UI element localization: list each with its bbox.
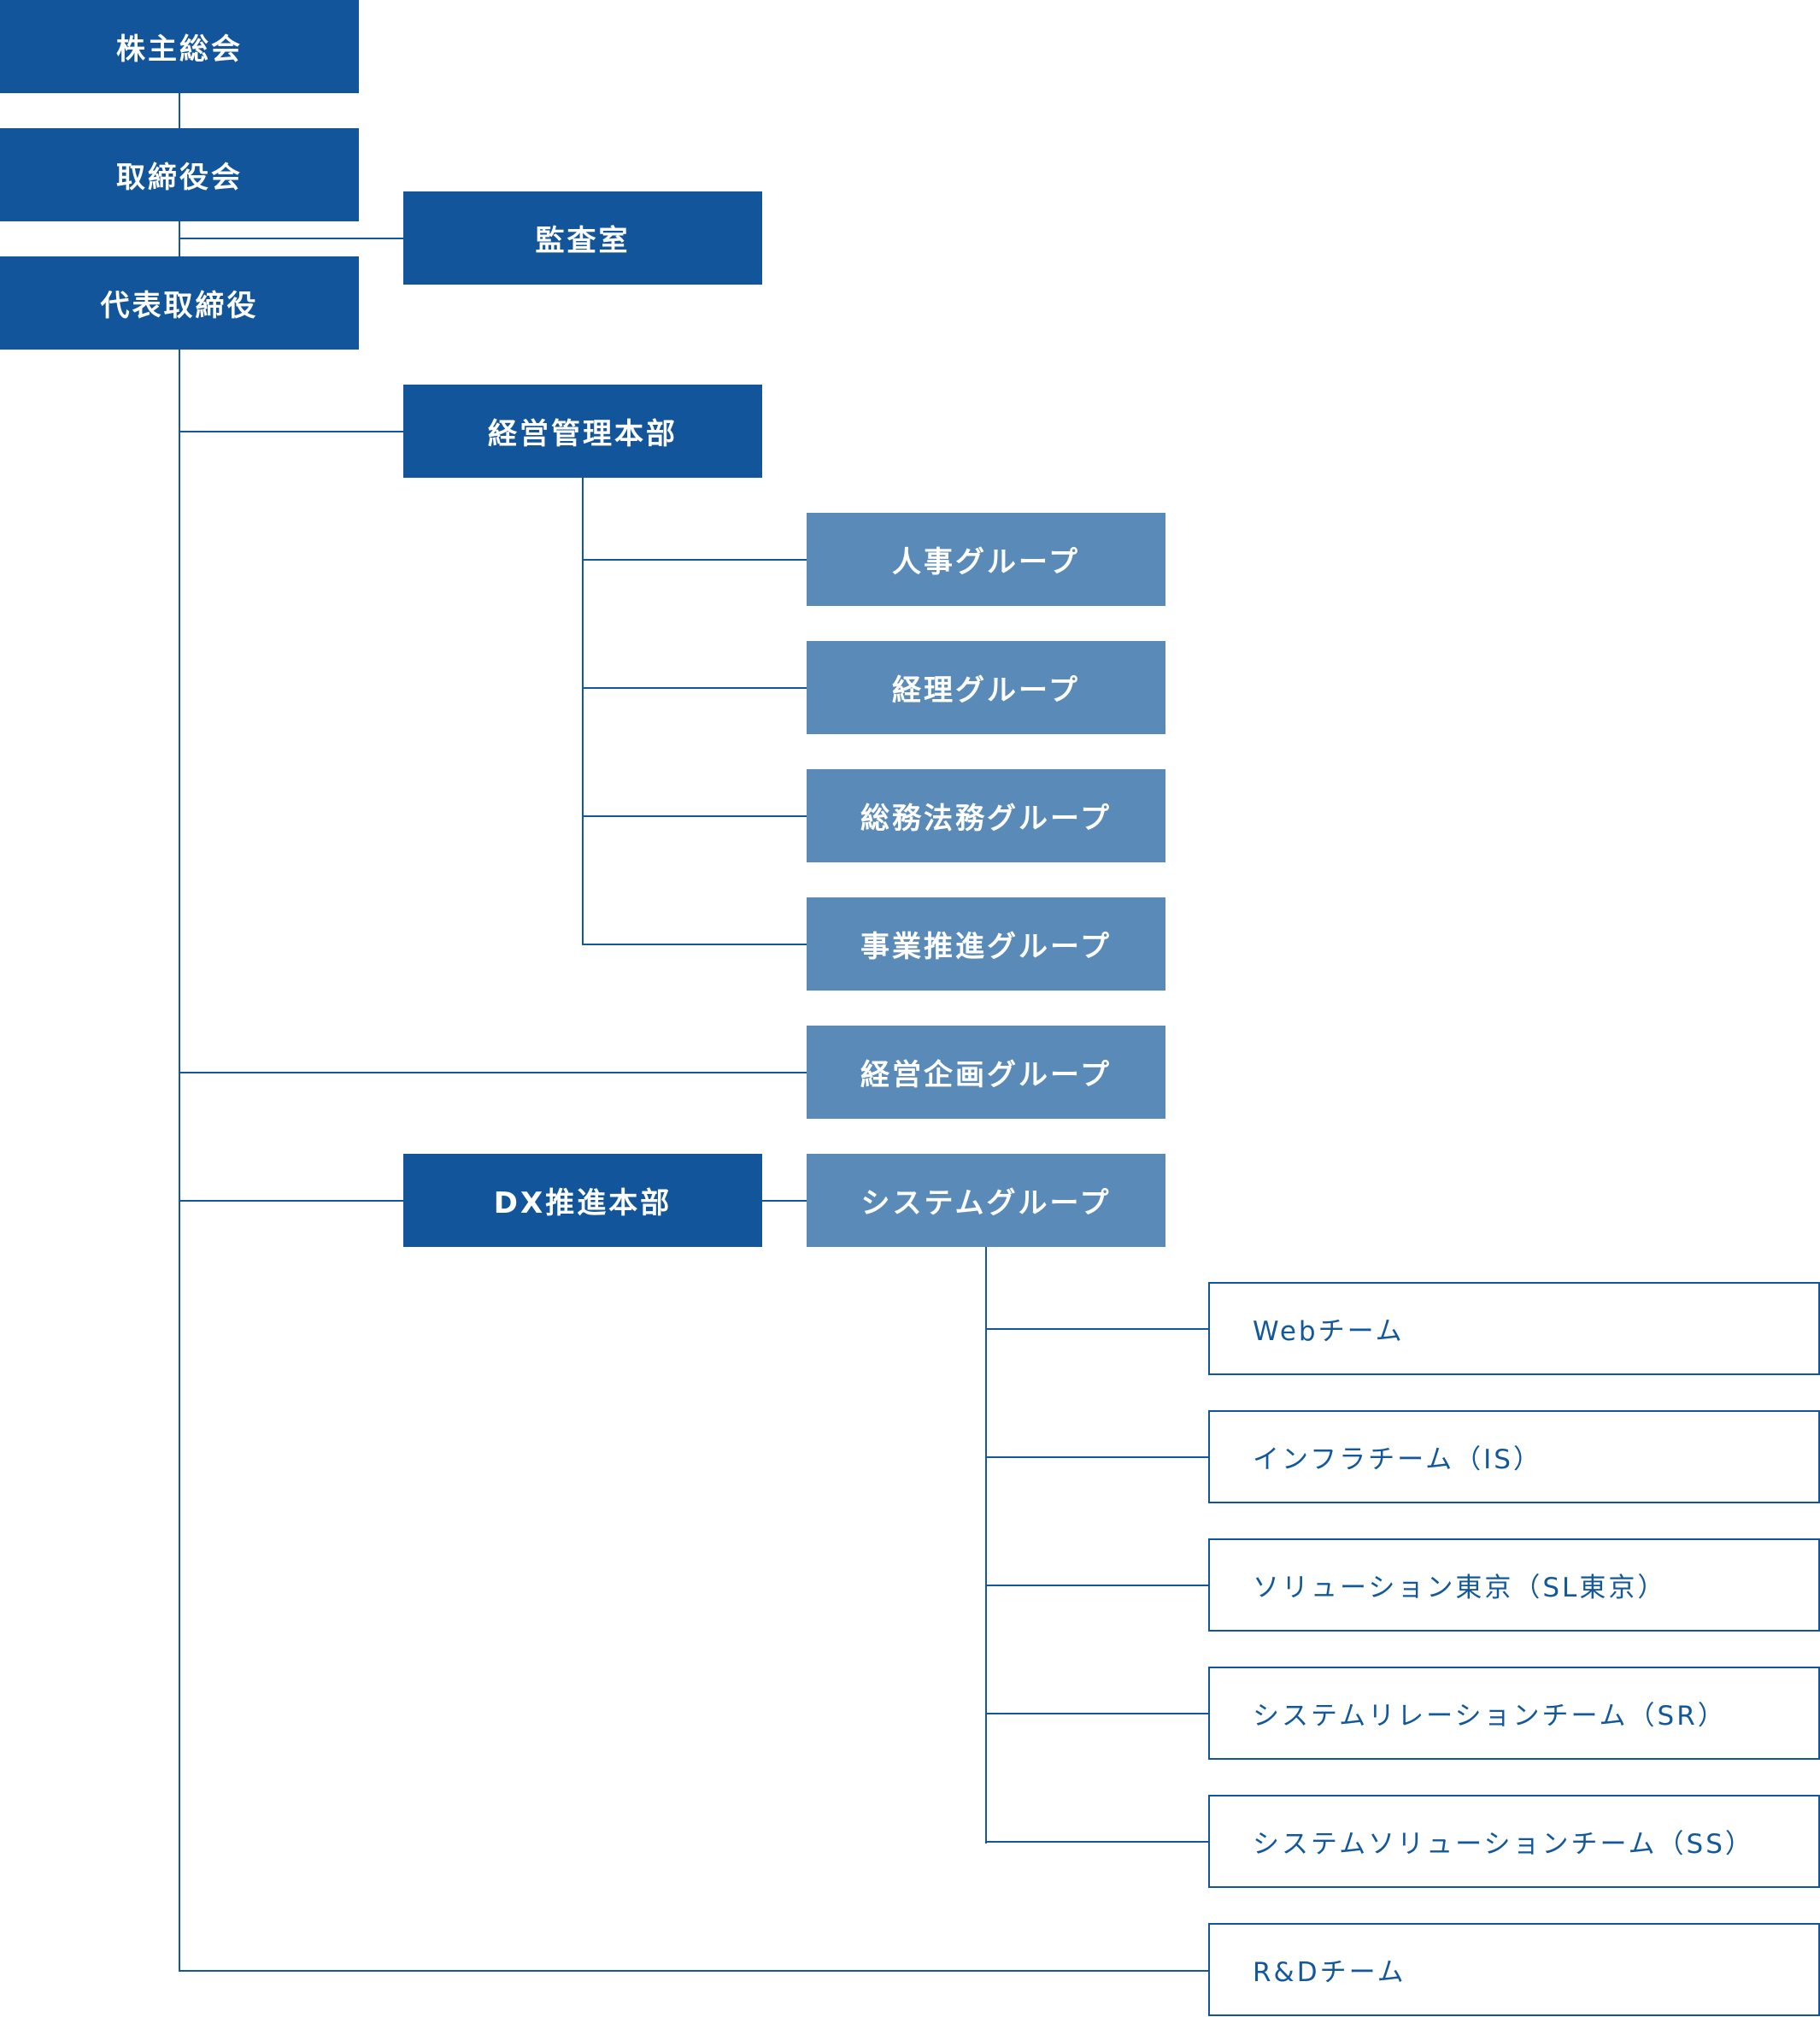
connector-line: [986, 1841, 1208, 1843]
connector-line: [583, 559, 807, 561]
connector-line: [179, 1072, 807, 1073]
node-label: 取締役会: [116, 161, 243, 195]
node-rd-team: R&Dチーム: [1208, 1923, 1820, 2016]
connector-line: [179, 93, 180, 128]
node-label: システムグループ: [860, 1186, 1112, 1220]
node-dx-hq: DX推進本部: [403, 1154, 762, 1247]
connector-line: [985, 1246, 987, 1844]
node-board-of-directors: 取締役会: [0, 128, 359, 221]
node-label: 人事グループ: [892, 545, 1080, 579]
node-label: インフラチーム（IS）: [1253, 1444, 1542, 1475]
connector-line: [583, 944, 807, 945]
node-hr-group: 人事グループ: [807, 513, 1165, 606]
node-label: 事業推進グループ: [860, 930, 1112, 964]
connector-line: [986, 1456, 1208, 1458]
connector-line: [582, 478, 584, 945]
node-solution-tokyo: ソリューション東京（SL東京）: [1208, 1538, 1820, 1632]
node-management-hq: 経営管理本部: [403, 385, 762, 478]
connector-line: [179, 1970, 1208, 1972]
node-label: DX推進本部: [493, 1186, 672, 1220]
node-label: 経営企画グループ: [860, 1058, 1112, 1092]
node-label: システムソリューションチーム（SS）: [1253, 1829, 1754, 1860]
node-web-team: Webチーム: [1208, 1282, 1820, 1375]
node-infra-team: インフラチーム（IS）: [1208, 1410, 1820, 1503]
connector-line: [179, 1200, 403, 1202]
node-label: ソリューション東京（SL東京）: [1253, 1573, 1667, 1603]
node-label: 監査室: [535, 224, 631, 258]
node-label: 経理グループ: [892, 673, 1080, 708]
node-audit-office: 監査室: [403, 191, 762, 285]
connector-line: [583, 687, 807, 689]
node-representative-director: 代表取締役: [0, 256, 359, 350]
node-label: 総務法務グループ: [860, 802, 1112, 836]
connector-line: [179, 350, 180, 1972]
node-accounting-group: 経理グループ: [807, 641, 1165, 734]
node-system-group: システムグループ: [807, 1154, 1165, 1247]
node-label: システムリレーションチーム（SR）: [1253, 1701, 1727, 1732]
connector-line: [179, 238, 403, 239]
connector-line: [583, 815, 807, 817]
node-business-promotion-group: 事業推進グループ: [807, 897, 1165, 991]
node-label: R&Dチーム: [1253, 1957, 1406, 1988]
node-shareholders-meeting: 株主総会: [0, 0, 359, 93]
connector-line: [986, 1328, 1208, 1330]
node-system-solution-team: システムソリューションチーム（SS）: [1208, 1795, 1820, 1888]
node-label: Webチーム: [1253, 1316, 1405, 1347]
node-label: 代表取締役: [100, 289, 259, 323]
node-system-relation-team: システムリレーションチーム（SR）: [1208, 1667, 1820, 1760]
connector-line: [986, 1585, 1208, 1586]
connector-line: [986, 1713, 1208, 1714]
node-general-legal-group: 総務法務グループ: [807, 769, 1165, 862]
connector-line: [179, 431, 403, 432]
node-label: 株主総会: [116, 32, 243, 67]
connector-line: [762, 1200, 807, 1202]
node-label: 経営管理本部: [488, 417, 678, 451]
node-corporate-planning-group: 経営企画グループ: [807, 1026, 1165, 1119]
